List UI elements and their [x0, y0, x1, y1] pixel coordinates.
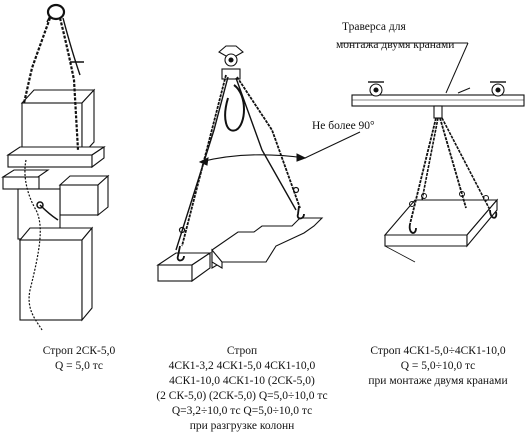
- column-sling-illustration: [1, 3, 110, 322]
- caption-left: Строп 2СК-5,0 Q = 5,0 тс: [24, 344, 134, 374]
- traverse-illustration: [340, 42, 525, 263]
- caption-middle-line: при разгрузке колонн: [189, 420, 295, 432]
- caption-middle-line: Строп: [226, 345, 258, 357]
- caption-left-line: Строп 2СК-5,0: [42, 345, 116, 357]
- angle-label: Не более 90°: [312, 120, 375, 132]
- caption-middle-line: Q=3,2÷10,0 тс Q=5,0÷10,0 тс: [171, 405, 313, 417]
- slab-sling-illustration: [156, 45, 324, 283]
- slab-sling-ropes: [175, 74, 361, 262]
- traverse-sling-ropes: [408, 87, 498, 234]
- caption-right-line: Строп 4СК1-5,0÷4СК1-10,0: [370, 345, 506, 357]
- traverse-label-line1: Траверса для: [342, 21, 406, 33]
- caption-right: Строп 4СК1-5,0÷4СК1-10,0 Q = 5,0÷10,0 тс…: [352, 344, 524, 389]
- caption-middle-line: 4СК1-10,0 4СК1-10 (2СК-5,0): [169, 375, 315, 387]
- caption-left-line: Q = 5,0 тс: [54, 360, 104, 372]
- caption-middle-line: 4СК1-3,2 4СК1-5,0 4СК1-10,0: [168, 360, 316, 372]
- caption-right-line: при монтаже двумя кранами: [368, 375, 508, 387]
- traverse-label-line2: монтажа двумя кранами: [336, 39, 455, 51]
- column-sling-ropes: [22, 17, 84, 331]
- caption-middle: Строп 4СК1-3,2 4СК1-5,0 4СК1-10,0 4СК1-1…: [132, 344, 352, 434]
- caption-right-line: Q = 5,0÷10,0 тс: [400, 360, 476, 372]
- caption-middle-line: (2 СК-5,0) (2СК-5,0) Q=5,0÷10,0 тс: [156, 390, 328, 402]
